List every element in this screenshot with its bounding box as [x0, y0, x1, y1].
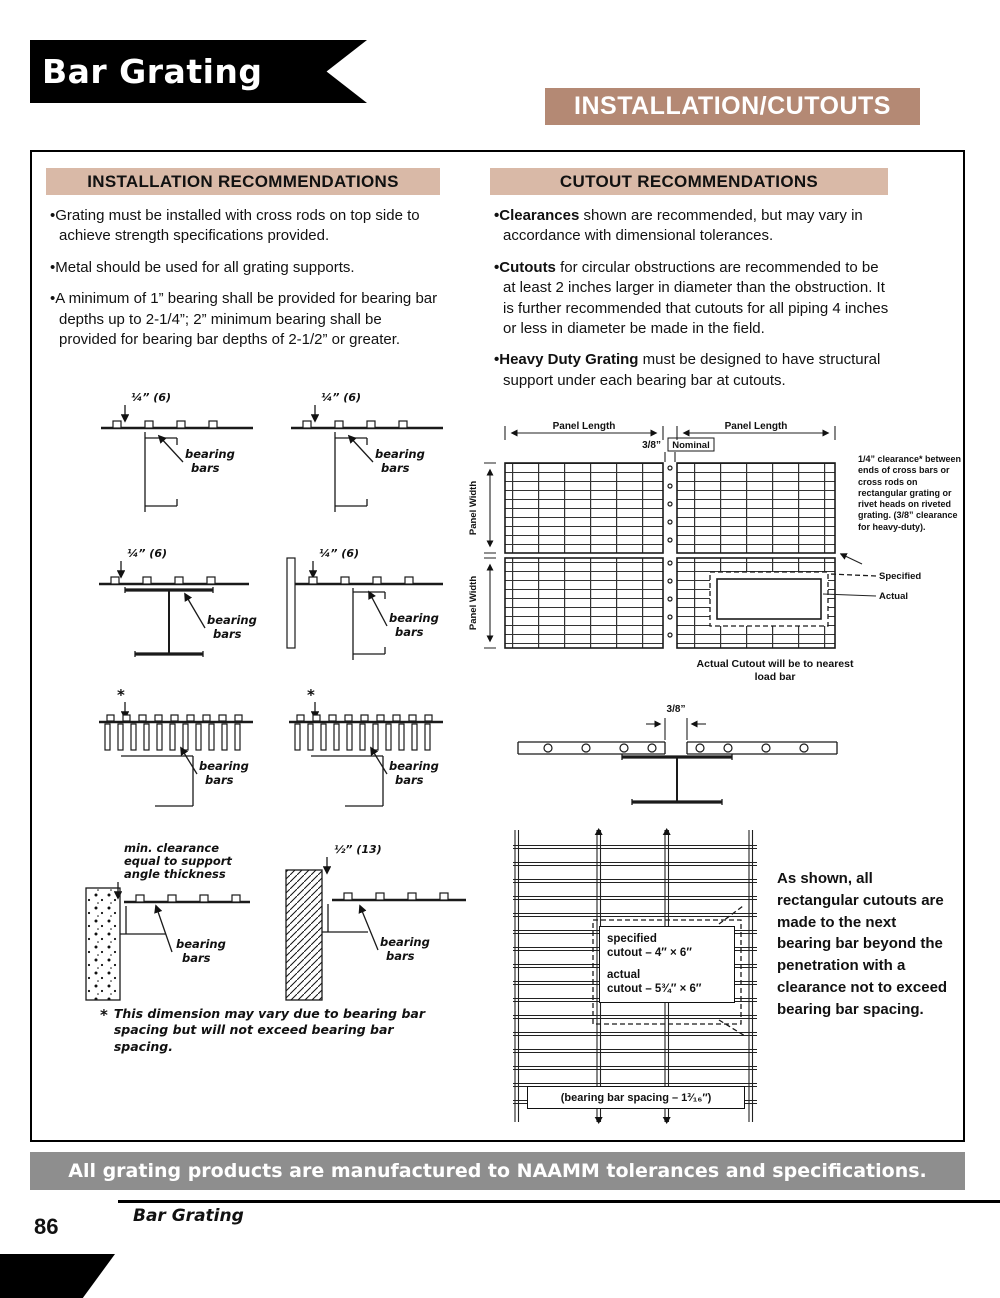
bars-label: bars [386, 949, 415, 963]
specified-cutout-line-2: cutout – 4″ × 6″ [607, 947, 692, 960]
figure-grating-on-channel-2: ¼” (6) bearing bars [291, 391, 443, 512]
bars-label: bars [395, 625, 424, 639]
panel-width-label-bottom: Panel Width [468, 576, 479, 630]
min-clearance-line-1: min. clearance [124, 841, 219, 855]
dim-half-label: ½” (13) [334, 843, 382, 856]
bearing-label: bearing [176, 937, 226, 951]
actual-label: Actual [879, 591, 908, 602]
cutout-header: CUTOUT RECOMMENDATIONS [490, 168, 888, 195]
specified-cutout-line-1: specified [607, 933, 657, 945]
dim-quarter-label: ¼” (6) [319, 547, 359, 560]
beam-joint-figure: 3/8” [517, 704, 838, 805]
page-number: 86 [34, 1214, 59, 1239]
cutout-bullets: •Clearances shown are recommended, but m… [494, 206, 894, 402]
section-title: INSTALLATION/CUTOUTS [574, 92, 891, 120]
figure-footnote: * This dimension may vary due to bearing… [100, 1006, 436, 1055]
bearing-label: bearing [375, 447, 425, 461]
min-clearance-line-2: equal to support [124, 854, 232, 868]
bars-label: bars [381, 461, 410, 475]
beam-linework [517, 718, 838, 805]
brand-title: Bar Grating [42, 52, 263, 91]
bars-label: bars [205, 773, 234, 787]
beam-gap-dim-label: 3/8” [667, 704, 686, 715]
corner-graphic [0, 1254, 115, 1298]
footer-rule [118, 1200, 1000, 1203]
star-dim-label: * [117, 686, 125, 704]
cutout-bullet-1-lead: •Clearances [494, 207, 580, 224]
min-clearance-line-3: angle thickness [124, 867, 226, 881]
hatched-wall [285, 869, 323, 1001]
panel-length-label-left: Panel Length [553, 421, 616, 432]
bearing-label: bearing [389, 611, 439, 625]
figure-row-cross-sections: * bearing bars * [99, 686, 443, 807]
rectangular-cutout-figure: specified cutout – 4″ × 6″ actual cutout… [505, 828, 805, 1128]
bearing-label: bearing [389, 759, 439, 773]
dim-quarter-label: ¼” (6) [321, 391, 361, 404]
installation-header: INSTALLATION RECOMMENDATIONS [46, 168, 440, 195]
panel-linework [484, 426, 877, 649]
cutout-bullet-3: •Heavy Duty Grating must be designed to … [494, 350, 894, 391]
cutout-bullet-3-rest: must be designed to have structural supp… [503, 351, 881, 389]
section-title-banner: INSTALLATION/CUTOUTS [545, 88, 920, 125]
tolerance-banner-text: All grating products are manufactured to… [68, 1160, 927, 1182]
actual-cutout-note: Actual Cutout will be to nearest load ba… [696, 658, 854, 683]
installation-bullet-2: •Metal should be used for all grating su… [50, 258, 355, 276]
nominal-label: Nominal [672, 440, 709, 451]
panel-figure-art: Panel Length Panel Length 3/8” Nominal P… [468, 421, 921, 649]
cutout-bullet-1: •Clearances shown are recommended, but m… [494, 206, 894, 247]
cutout-bullet-1-rest: shown are recommended, but may vary in a… [503, 207, 863, 245]
bars-label: bars [182, 951, 211, 965]
bearing-bar-spacing-label: (bearing bar spacing – 1³⁄₁₆″) [527, 1086, 745, 1109]
panel-width-label-top: Panel Width [468, 481, 479, 535]
dim-quarter-label: ¼” (6) [127, 547, 167, 560]
figure-grating-on-concrete: min. clearance equal to support angle th… [85, 841, 250, 1001]
star-dim-label: * [307, 686, 315, 704]
cutout-dimension-labels: specified cutout – 4″ × 6″ actual cutout… [599, 926, 735, 1003]
bars-label: bars [395, 773, 424, 787]
tolerance-banner: All grating products are manufactured to… [30, 1152, 965, 1190]
figure-grating-on-masonry: ½” (13) bearing bars [285, 843, 466, 1001]
actual-cutout-line-2: cutout – 5¾″ × 6″ [607, 983, 702, 996]
figure-row-wall-supports: min. clearance equal to support angle th… [85, 841, 466, 1001]
bearing-label: bearing [380, 935, 430, 949]
specified-label: Specified [879, 571, 921, 582]
installation-bullet-3: •A minimum of 1” bearing shall be provid… [50, 290, 438, 348]
panel-length-label-right: Panel Length [725, 421, 788, 432]
footer-brand: Bar Grating [133, 1206, 244, 1226]
concrete-wall [85, 887, 121, 1001]
installation-header-label: INSTALLATION RECOMMENDATIONS [87, 171, 399, 191]
clearance-note: 1/4” clearance* between ends of cross ba… [858, 454, 962, 532]
gap-dim-label: 3/8” [642, 440, 661, 451]
figure-grating-section-2: * bearing bars [289, 686, 443, 807]
cutout-bullet-3-lead: •Heavy Duty Grating [494, 351, 639, 369]
bars-label: bars [213, 627, 242, 641]
figure-grating-section-1: * bearing bars [99, 686, 253, 807]
panel-cutout-figure: Panel Length Panel Length 3/8” Nominal P… [460, 418, 965, 694]
cutout-header-label: CUTOUT RECOMMENDATIONS [559, 171, 819, 191]
cutout-bullet-2-lead: •Cutouts [494, 258, 556, 276]
brand-banner: Bar Grating [30, 40, 367, 103]
cutout-side-note: As shown, all rectangular cutouts are ma… [777, 870, 948, 1018]
cutout-bullet-2-rest: for circular obstructions are recommende… [503, 258, 889, 337]
bearing-label: bearing [199, 759, 249, 773]
figure-row-beam-supports: ¼” (6) bearing bars ¼” (6) [99, 547, 443, 660]
footnote-text: This dimension may vary due to bearing b… [113, 1006, 426, 1054]
bearing-label: bearing [207, 613, 257, 627]
actual-cutout-line-1: actual [607, 968, 641, 981]
cutout-bullet-2: •Cutouts for circular obstructions are r… [494, 258, 894, 340]
installation-bullet-1: •Grating must be installed with cross ro… [50, 207, 420, 245]
footnote-asterisk: * [100, 1006, 108, 1024]
figure-grating-on-channel-1: ¼” (6) bearing bars [101, 391, 253, 512]
bars-label: bars [191, 461, 220, 475]
bearing-label: bearing [185, 447, 235, 461]
figure-row-channel-supports: ¼” (6) bearing bars ¼” (6) bearing bars [101, 391, 443, 512]
content-frame: INSTALLATION RECOMMENDATIONS CUTOUT RECO… [30, 150, 965, 1142]
figure-grating-on-ibeam: ¼” (6) bearing bars [99, 547, 257, 657]
dim-quarter-label: ¼” (6) [131, 391, 171, 404]
figure-grating-end-band-channel: ¼” (6) bearing bars [286, 547, 443, 660]
installation-bullets: •Grating must be installed with cross ro… [50, 206, 442, 361]
